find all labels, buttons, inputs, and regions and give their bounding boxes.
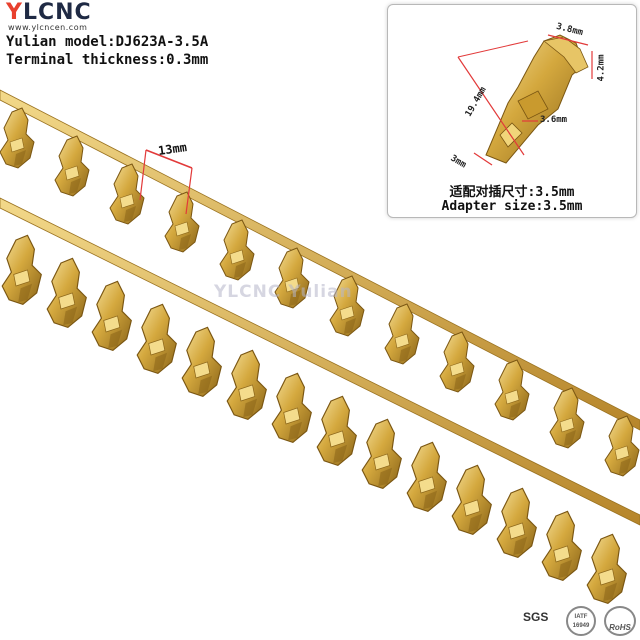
- terminal-pin: [451, 464, 492, 536]
- sgs-mark: SGS: [523, 610, 549, 624]
- terminal-pin: [439, 331, 475, 393]
- watermark: YLCNC Yulian: [214, 282, 353, 302]
- logo-letter-y: Y: [6, 0, 23, 25]
- terminal-pin: [0, 107, 35, 169]
- thickness-spec: Terminal thickness:0.3mm: [6, 52, 209, 68]
- pitch-dimension-marker: [139, 149, 193, 215]
- terminal-pin: [494, 359, 530, 421]
- adapter-size-cn: 适配对插尺寸:3.5mm: [449, 185, 575, 200]
- lower-carrier-strip: [0, 197, 640, 526]
- terminal-pin: [316, 395, 357, 467]
- terminal-pin: [46, 257, 87, 329]
- iatf-mark: IATF 16949: [566, 606, 596, 636]
- terminal-pin: [136, 303, 177, 375]
- upper-carrier-strip: [0, 89, 640, 431]
- terminal-pin: [54, 135, 90, 197]
- brand-logo: YLCNC: [6, 2, 92, 24]
- terminal-pin: [406, 441, 447, 513]
- terminal-pin: [549, 387, 585, 449]
- terminal-pin: [271, 372, 312, 444]
- terminal-pin: [226, 349, 267, 421]
- terminal-pin: [586, 533, 627, 605]
- terminal-pin: [604, 415, 640, 477]
- terminal-pin: [1, 234, 42, 306]
- terminal-pin: [109, 163, 145, 225]
- logo-letters: LCNC: [22, 0, 92, 25]
- terminal-pin: [361, 418, 402, 490]
- brand-website: www.ylcncen.com: [8, 23, 88, 32]
- rohs-mark: RoHS: [604, 606, 636, 636]
- upper-terminal-row: [0, 107, 640, 477]
- terminal-closeup: [457, 34, 593, 166]
- terminal-pin: [496, 487, 537, 559]
- terminal-pin: [219, 219, 255, 281]
- terminal-pin: [329, 275, 365, 337]
- adapter-size-en: Adapter size:3.5mm: [441, 199, 583, 214]
- terminal-pin: [274, 247, 310, 309]
- dim-height-label: 4.2mm: [596, 54, 607, 82]
- terminal-pin: [91, 280, 132, 352]
- terminal-pin: [164, 191, 200, 253]
- dim-crimp-label: 3.6mm: [540, 115, 568, 125]
- lower-terminal-row: [1, 234, 627, 605]
- model-spec: Yulian model:DJ623A-3.5A: [6, 34, 209, 50]
- terminal-detail-inset: 3.8mm 4.2mm 19.4mm 3.6mm 3mm 适配对插尺寸:3.5m…: [387, 4, 637, 218]
- terminal-pin: [181, 326, 222, 398]
- terminal-pin: [541, 510, 582, 582]
- terminal-pin: [384, 303, 420, 365]
